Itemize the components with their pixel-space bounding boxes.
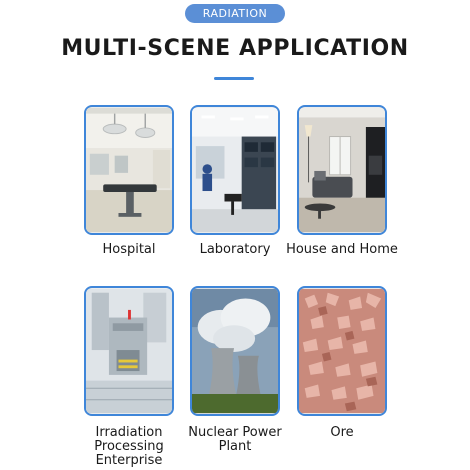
page-title: MULTI-SCENE APPLICATION bbox=[61, 36, 409, 61]
scene-card-ore[interactable] bbox=[297, 286, 387, 416]
scene-card-laboratory[interactable] bbox=[190, 105, 280, 235]
house-photo bbox=[299, 107, 385, 233]
scene-label-house: House and Home bbox=[286, 242, 398, 257]
cooling-tower-photo bbox=[192, 288, 278, 414]
scene-card-house[interactable] bbox=[297, 105, 387, 235]
factory-photo bbox=[86, 288, 172, 414]
scene-card-hospital[interactable] bbox=[84, 105, 174, 235]
scene-card-nuclear-plant[interactable] bbox=[190, 286, 280, 416]
scene-card-irradiation-enterprise[interactable] bbox=[84, 286, 174, 416]
salt-ore-photo bbox=[299, 288, 385, 414]
scene-label-nuclear-plant: Nuclear Power Plant bbox=[188, 425, 282, 454]
title-underline bbox=[214, 77, 254, 80]
category-badge: RADIATION bbox=[185, 4, 285, 23]
hospital-photo bbox=[86, 107, 172, 233]
laboratory-photo bbox=[192, 107, 278, 233]
scene-label-ore: Ore bbox=[330, 425, 354, 440]
scene-label-irradiation-enterprise: Irradiation Processing Enterprise bbox=[94, 425, 164, 468]
scene-label-hospital: Hospital bbox=[102, 242, 156, 257]
scene-label-laboratory: Laboratory bbox=[199, 242, 271, 257]
